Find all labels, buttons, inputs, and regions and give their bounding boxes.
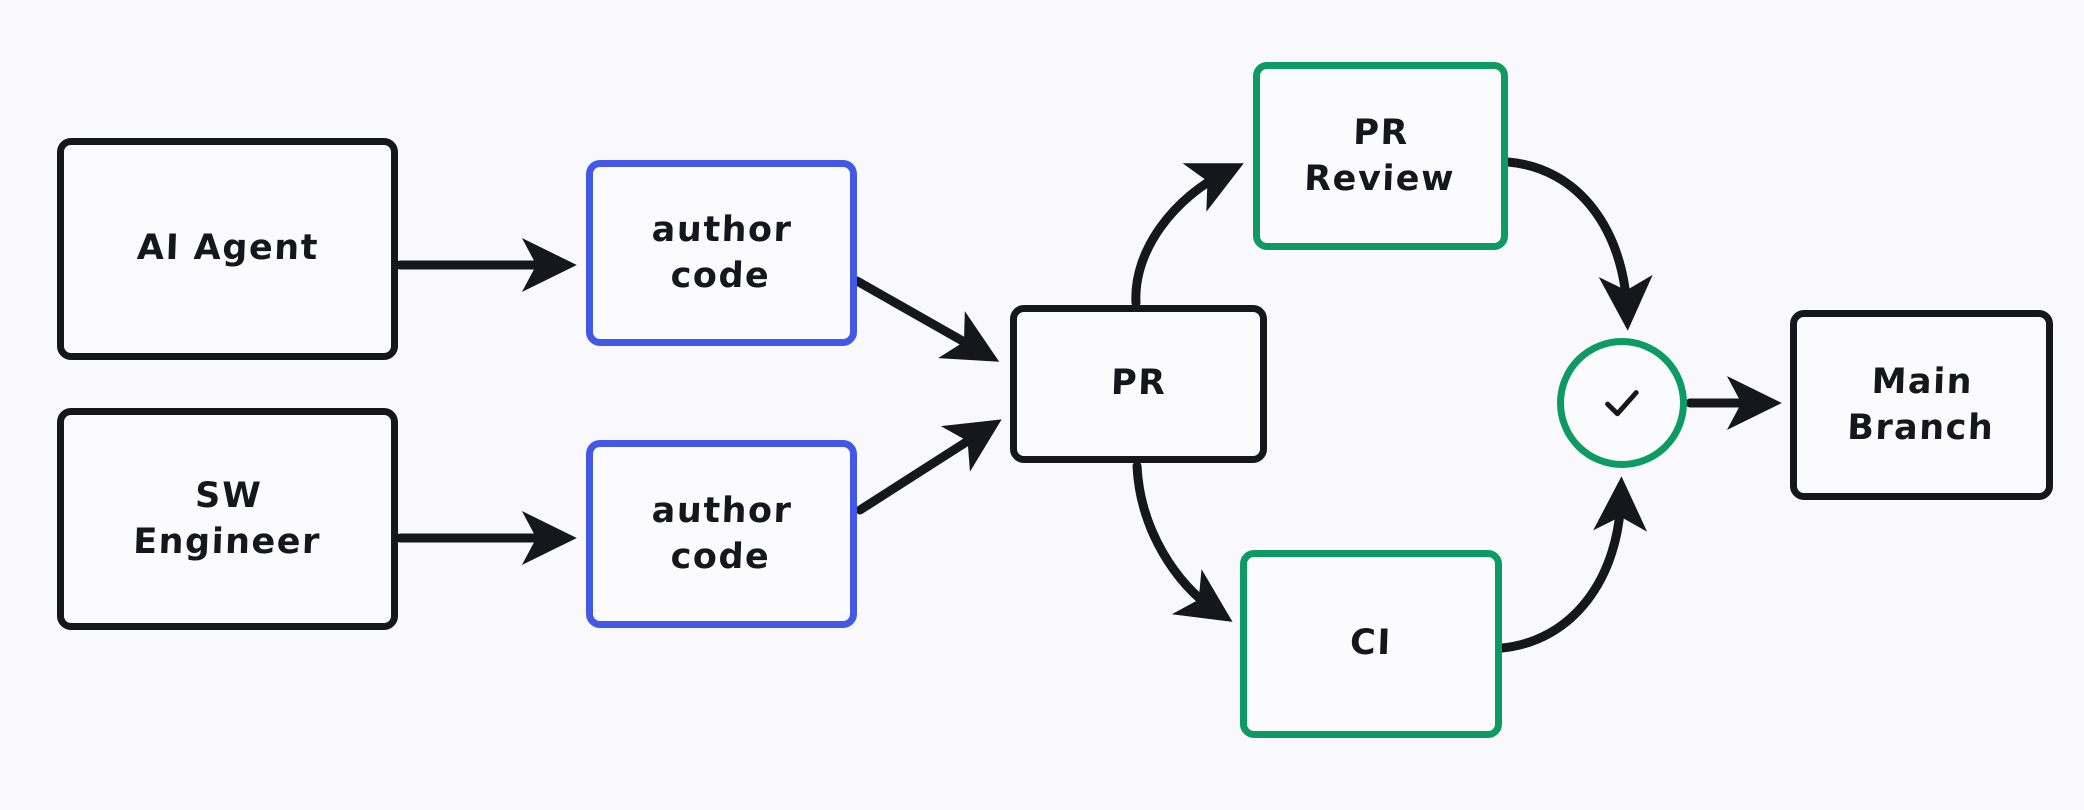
node-author-code-2[interactable]: author code [586,440,857,628]
node-author-code-1-label: author code [651,209,794,296]
node-ci[interactable]: CI [1240,550,1502,738]
node-ai-agent[interactable]: AI Agent [57,138,398,360]
node-pr-review[interactable]: PR Review [1253,62,1508,250]
node-main-branch-label: Main Branch [1846,361,1995,448]
edge-author-code-2-to-pr [855,419,1002,515]
node-author-code-2-label: author code [651,490,794,577]
edge-pr-to-ci [1132,461,1233,622]
node-pr-label: PR [1110,363,1168,404]
node-sw-engineer[interactable]: SW Engineer [57,408,398,630]
edge-ci-to-check [1497,476,1648,653]
node-pr-review-label: PR Review [1303,112,1456,199]
node-main-branch[interactable]: Main Branch [1790,310,2053,500]
node-ai-agent-label: AI Agent [135,228,320,269]
edge-pr-review-to-check [1503,157,1653,331]
edge-pr-to-pr-review [1131,163,1244,308]
node-pr[interactable]: PR [1010,305,1267,463]
edge-author-code-1-to-pr [852,276,1000,362]
check-icon [1605,390,1639,417]
node-ci-label: CI [1349,623,1393,664]
merge-check-node[interactable] [1557,338,1687,468]
node-author-code-1[interactable]: author code [586,160,857,346]
node-sw-engineer-label: SW Engineer [132,475,322,562]
